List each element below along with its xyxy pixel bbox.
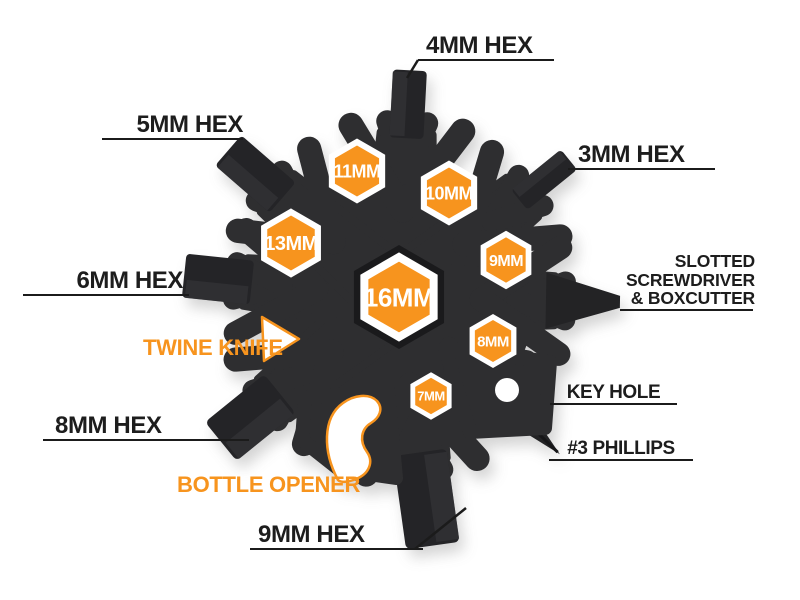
arm-6mm xyxy=(182,224,381,348)
badge-7mm-label: 7MM xyxy=(417,389,444,404)
badge-10mm: 10MM xyxy=(424,164,474,222)
badge-13mm-label: 13MM xyxy=(264,233,318,255)
label-phillips: #3 PHILLIPS xyxy=(549,439,693,461)
label-slotted-line2: SCREWDRIVER xyxy=(625,269,755,290)
label-slotted-line1: SLOTTED xyxy=(674,251,755,271)
arm-slotted xyxy=(421,245,621,355)
badge-8mm: 8MM xyxy=(472,317,514,365)
badge-16mm-label: 16MM xyxy=(364,282,434,312)
leader-line-4mm xyxy=(405,59,420,79)
label-5mm-hex: 5MM HEX xyxy=(102,112,243,140)
keyhole xyxy=(495,378,519,402)
badge-10mm-label: 10MM xyxy=(425,183,473,203)
hex-post-3mm xyxy=(512,151,576,209)
badge-8mm-label: 8MM xyxy=(477,333,509,350)
badge-16mm: 16MM xyxy=(364,257,434,337)
badge-11mm-label: 11MM xyxy=(333,161,380,181)
label-4mm-hex: 4MM HEX xyxy=(418,33,554,61)
label-twine-knife: TWINE KNIFE xyxy=(143,335,283,360)
hex-post-8mm xyxy=(207,376,294,459)
label-6mm-hex: 6MM HEX xyxy=(23,268,189,296)
badge-7mm: 7MM xyxy=(413,375,449,417)
label-9mm-hex: 9MM HEX xyxy=(250,522,423,550)
size-badges: 16MM 13MM 11MM 10MM 9MM 8MM xyxy=(264,142,528,417)
twine-knife-notch xyxy=(260,315,301,363)
arm-4mm xyxy=(343,69,465,276)
label-8mm-hex: 8MM HEX xyxy=(43,413,249,441)
badge-13mm: 13MM xyxy=(264,212,318,274)
arm-8mm xyxy=(207,271,414,484)
label-bottle-opener: BOTTLE OPENER xyxy=(177,472,361,497)
badge-9mm-label: 9MM xyxy=(489,253,523,270)
label-slotted-line3: & BOXCUTTER xyxy=(630,288,755,308)
underline-slotted xyxy=(620,309,753,311)
leader-line-9mm xyxy=(414,507,467,550)
arm-3mm xyxy=(383,117,603,325)
badge-11mm: 11MM xyxy=(332,142,382,200)
label-key-hole: KEY HOLE xyxy=(550,383,677,405)
badge-9mm: 9MM xyxy=(483,234,528,286)
arm-5mm xyxy=(216,109,416,323)
hex-post-5mm xyxy=(216,136,295,212)
label-3mm-hex: 3MM HEX xyxy=(568,142,715,170)
slotted-screwdriver-tip xyxy=(545,272,621,329)
bottle-opener-cutout xyxy=(325,394,382,484)
label-slotted-screwdriver-boxcutter: SLOTTED SCREWDRIVER & BOXCUTTER xyxy=(626,252,755,308)
